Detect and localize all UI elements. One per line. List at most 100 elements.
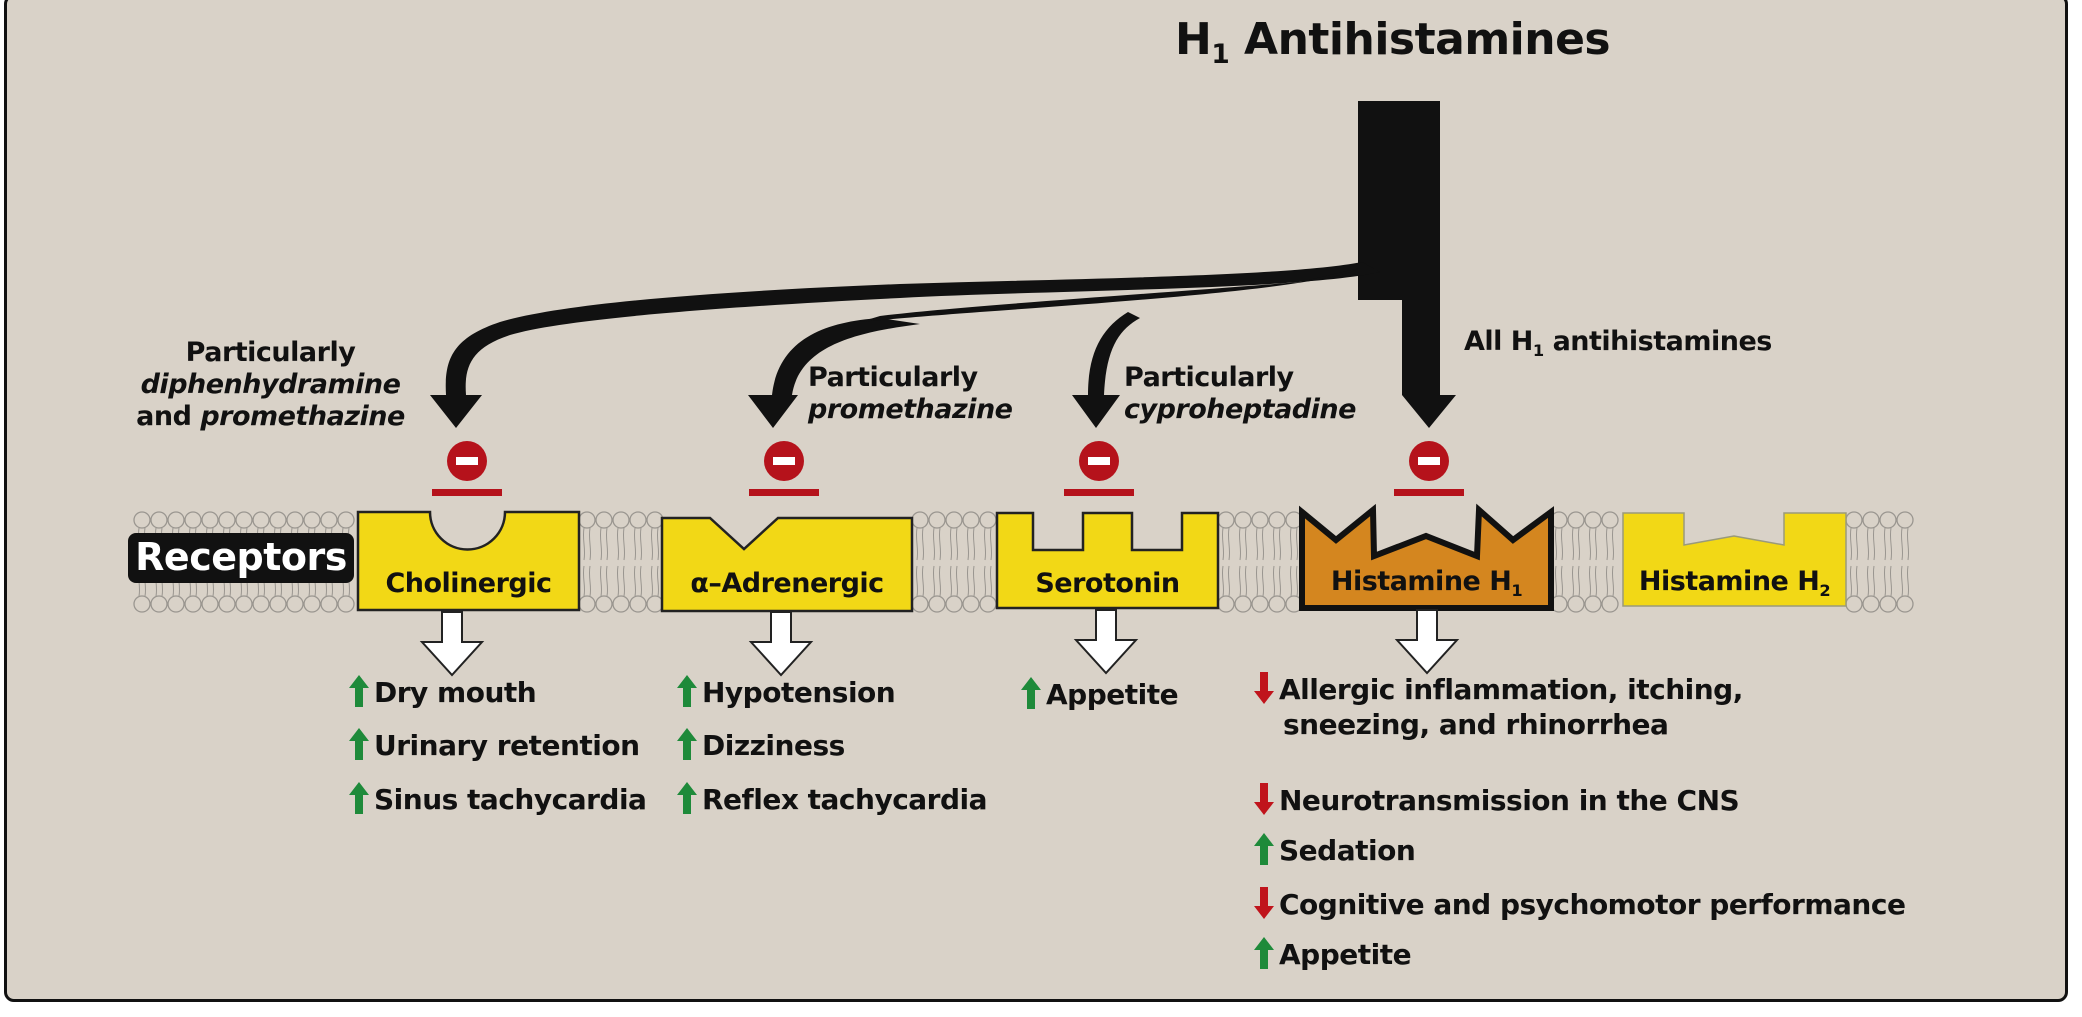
drug-name: cyproheptadine xyxy=(1124,394,1356,425)
effect-text: Allergic inflammation, itching, xyxy=(1279,673,1743,706)
effect-text: Sedation xyxy=(1279,834,1416,868)
receptor-histamine-h2 xyxy=(1622,512,1847,607)
effect-item: Urinary retention xyxy=(348,728,640,764)
receptor-name-serotonin: Serotonin xyxy=(997,568,1218,599)
phospholipid xyxy=(1896,511,1914,613)
effect-item: Allergic inflammation, itching,sneezing,… xyxy=(1253,672,1743,741)
branch-arrow-serotonin xyxy=(1072,312,1140,428)
minus-icon xyxy=(773,457,795,465)
receptor-name-cholinergic: Cholinergic xyxy=(358,568,579,599)
increase-arrow-icon xyxy=(1021,677,1041,709)
minus-icon xyxy=(1088,457,1110,465)
annotation-text: Particularly xyxy=(1124,362,1294,393)
annotation-line: Particularly xyxy=(128,337,413,369)
receptor-serotonin xyxy=(995,511,1220,610)
phospholipid xyxy=(595,511,613,613)
annotation-histamine-h1: All H1 antihistamines xyxy=(1464,326,1772,361)
receptors xyxy=(356,503,1847,613)
receptor-name-subscript: 1 xyxy=(1511,580,1523,600)
effect-text: Appetite xyxy=(1046,678,1179,711)
phospholipid xyxy=(1234,511,1252,613)
increase-arrow-icon xyxy=(1254,833,1274,866)
phospholipid xyxy=(1845,511,1863,613)
annotation-text: Particularly xyxy=(185,337,356,368)
inhibition-marker-histamine-h1 xyxy=(1394,441,1464,496)
inhibition-bar xyxy=(749,489,819,496)
phospholipid xyxy=(1584,511,1602,613)
phospholipid xyxy=(928,511,946,613)
inhibition-markers xyxy=(432,441,1464,496)
decrease-arrow-icon xyxy=(1254,886,1274,919)
inhibition-bar xyxy=(432,489,502,496)
increase-arrow-icon xyxy=(349,781,369,814)
phospholipid xyxy=(1251,511,1269,613)
increase-arrow-icon xyxy=(677,675,697,707)
branch-merge xyxy=(860,268,1360,322)
increase-arrow-icon xyxy=(677,728,697,761)
inhibition-bar xyxy=(1064,489,1134,496)
phospholipid xyxy=(629,511,647,613)
decrease-arrow-icon xyxy=(1254,782,1274,815)
effect-item: Appetite xyxy=(1020,677,1179,713)
trunk-arrow xyxy=(1358,101,1456,428)
receptor-name-alpha-adrenergic: α–Adrenergic xyxy=(662,568,912,599)
increase-arrow-icon xyxy=(349,728,369,761)
annotation-h1-suffix: antihistamines xyxy=(1543,326,1773,357)
annotation-text: and xyxy=(136,401,201,432)
title-text: H xyxy=(1175,14,1212,65)
inhibition-marker-serotonin xyxy=(1064,441,1134,496)
branch-arrow-alpha-adrenergic xyxy=(748,318,920,428)
effect-item: Cognitive and psychomotor performance xyxy=(1253,886,1906,923)
effect-item: Neurotransmission in the CNS xyxy=(1253,782,1740,819)
effect-item: Sedation xyxy=(1253,833,1416,869)
receptor-name-histamine-h2: Histamine H2 xyxy=(1623,566,1846,600)
minus-icon xyxy=(1418,457,1440,465)
effect-text: Reflex tachycardia xyxy=(702,782,988,816)
inhibition-marker-cholinergic xyxy=(432,441,502,496)
effect-text-continued: sneezing, and rhinorrhea xyxy=(1283,708,1669,741)
title-subscript: 1 xyxy=(1211,39,1230,71)
receptor-name-subscript: 2 xyxy=(1819,580,1831,600)
phospholipid xyxy=(612,511,630,613)
annotation-line: Particularly xyxy=(808,362,1013,394)
effect-arrow-serotonin xyxy=(1073,609,1139,675)
receptors-label: Receptors xyxy=(128,533,354,583)
effect-text: Appetite xyxy=(1279,938,1412,972)
phospholipid xyxy=(1217,511,1235,613)
increase-arrow-icon xyxy=(677,781,697,814)
annotation-h1-subscript: 1 xyxy=(1532,340,1544,360)
effect-text: Dry mouth xyxy=(374,676,537,709)
phospholipid xyxy=(578,511,596,613)
effect-item: Appetite xyxy=(1253,937,1412,973)
phospholipid xyxy=(646,511,664,613)
receptor-name-text: Histamine H xyxy=(1638,566,1820,597)
inhibition-bar xyxy=(1394,489,1464,496)
drug-arrows xyxy=(430,101,1456,428)
phospholipid xyxy=(911,511,929,613)
phospholipid xyxy=(1567,511,1585,613)
effect-arrow-histamine-h1 xyxy=(1394,609,1460,675)
decrease-arrow-icon xyxy=(1254,672,1274,704)
receptor-name-text: Serotonin xyxy=(1035,568,1180,599)
annotation-text: Particularly xyxy=(808,362,978,393)
phospholipid xyxy=(1268,511,1286,613)
receptor-name-text: α–Adrenergic xyxy=(690,568,884,599)
effect-arrows xyxy=(419,609,1460,677)
effect-text: Urinary retention xyxy=(374,729,640,763)
effect-arrow-cholinergic xyxy=(419,611,485,677)
phospholipid xyxy=(979,511,997,613)
effect-item: Dry mouth xyxy=(348,675,537,711)
effect-text: Neurotransmission in the CNS xyxy=(1279,783,1740,817)
effect-item: Dizziness xyxy=(676,728,845,764)
diagram-panel xyxy=(4,0,2068,1002)
effect-text: Dizziness xyxy=(702,729,845,763)
phospholipid xyxy=(945,511,963,613)
receptor-alpha-adrenergic xyxy=(660,516,914,613)
effect-item: Hypotension xyxy=(676,675,896,711)
branch-arrow-cholinergic xyxy=(430,262,1380,428)
phospholipid xyxy=(1879,511,1897,613)
